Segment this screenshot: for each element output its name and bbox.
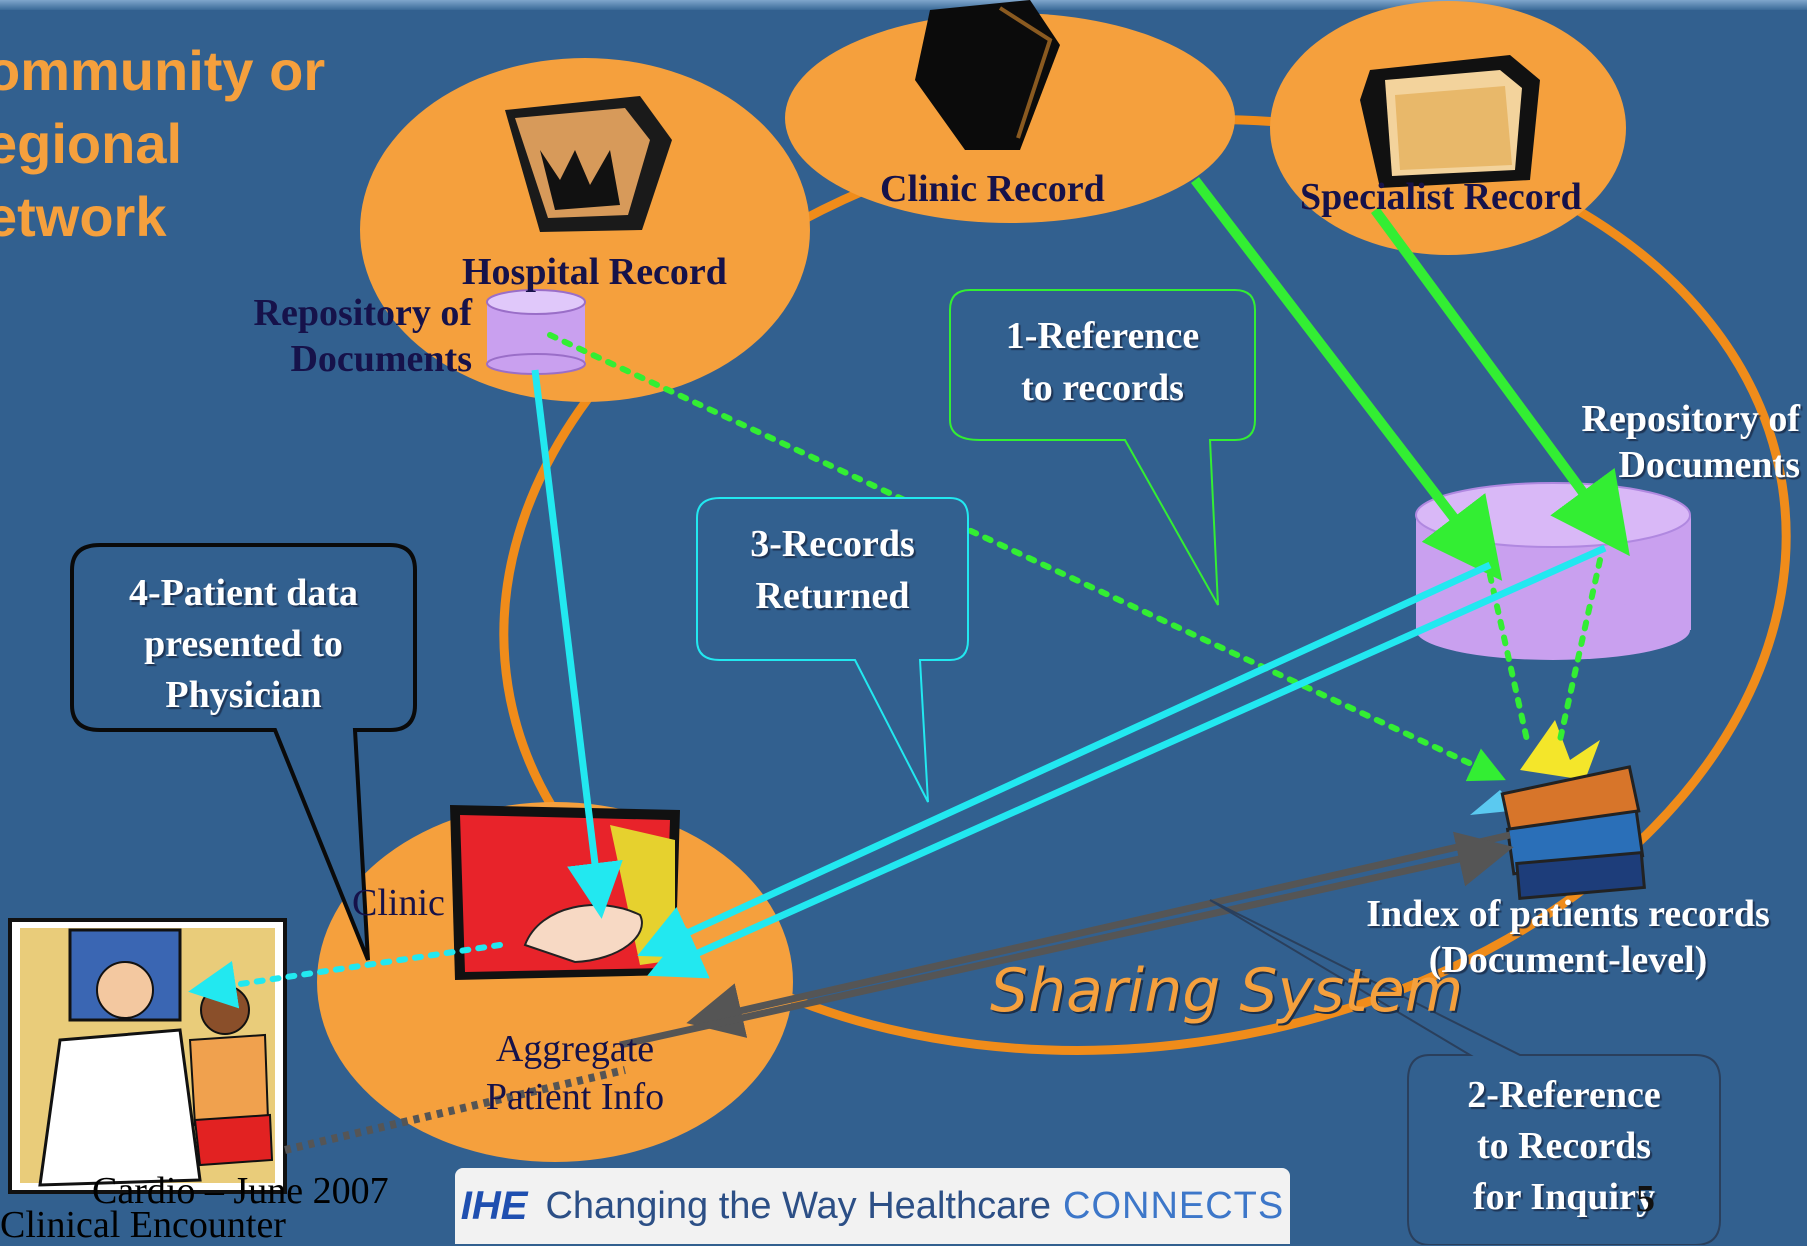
arrow-aggregate-to-index	[619, 831, 1514, 1049]
top-bar	[0, 0, 1807, 10]
callout-4-text: 4-Patient data presented to Physician	[72, 568, 415, 721]
clinic-record-label: Clinic Record	[880, 168, 1105, 210]
aggregate-line-1: Aggregate	[495, 1028, 655, 1070]
index-books-icon	[1470, 720, 1646, 900]
network-title: ommunity or egional etwork	[0, 34, 325, 253]
callout-4-line-1: 4-Patient data	[128, 572, 359, 614]
title-line-1: ommunity or	[0, 39, 326, 102]
callout-3-text: 3-Records Returned	[697, 518, 968, 622]
footer-brand: CONNECTS	[1063, 1184, 1285, 1227]
callout-2-line-3: for Inquiry	[1473, 1176, 1655, 1218]
physician-patient-clipart-icon	[8, 918, 287, 1194]
callout-2-line-1: 2-Reference	[1467, 1074, 1661, 1116]
sharing-system-label: Sharing System	[990, 956, 1464, 1026]
index-line-2: (Document-level)	[1428, 939, 1708, 981]
repository-left-cylinder	[486, 289, 586, 375]
repository-left-line-2: Documents	[290, 338, 472, 380]
callout-2-line-2: to Records	[1476, 1125, 1652, 1167]
aggregate-label: Aggregate Patient Info	[460, 1025, 690, 1121]
ihe-logo: IHE	[460, 1183, 528, 1228]
index-label: Index of patients records (Document-leve…	[1338, 891, 1798, 983]
dotted-aggregate-to-physician	[188, 942, 503, 1009]
dotted-repo-to-index-1	[1487, 572, 1530, 743]
arrow-index-to-aggregate	[686, 831, 1511, 1038]
callout-1-shape	[949, 289, 1256, 606]
index-line-1: Index of patients records	[1366, 893, 1770, 935]
arrow-specialist-to-repo	[1370, 207, 1630, 557]
dotted-physician-to-aggregate	[284, 1066, 626, 1154]
arrow-hospital-repo-to-aggregate	[531, 369, 623, 919]
footer-tagline: Changing the Way Healthcare	[545, 1184, 1051, 1227]
arrow-repo-to-aggregate-2	[647, 544, 1607, 979]
clinic-local-label: Clinic	[352, 882, 445, 924]
arrow-repo-to-aggregate-1	[637, 561, 1492, 958]
callout-1-text: 1-Reference to records	[950, 310, 1255, 414]
title-line-2: egional	[0, 112, 183, 175]
aggregate-folder-hand-icon	[450, 805, 680, 980]
title-line-3: etwork	[0, 185, 167, 248]
callout-1-line-2: to records	[1021, 367, 1184, 409]
specialist-folder-icon	[1360, 55, 1540, 188]
callout-3-shape	[696, 497, 969, 803]
repository-left-line-1: Repository of	[253, 292, 472, 334]
repository-right-line-2: Documents	[1618, 444, 1800, 486]
repository-right-line-1: Repository of	[1581, 398, 1800, 440]
footer-clinical: Clinical Encounter	[0, 1204, 286, 1246]
callout-2-text: 2-Reference to Records for Inquiry	[1408, 1070, 1720, 1223]
footer-banner: IHE Changing the Way Healthcare CONNECTS	[455, 1168, 1290, 1244]
repository-right-label: Repository of Documents	[1548, 396, 1800, 488]
arrow-clinic-to-repo	[1191, 176, 1503, 581]
callout-1-line-1: 1-Reference	[1005, 315, 1200, 357]
hospital-folder-icon	[505, 96, 672, 232]
dotted-hospital-to-index	[547, 332, 1506, 782]
specialist-record-label: Specialist Record	[1300, 176, 1582, 218]
repository-left-label: Repository of Documents	[222, 290, 472, 382]
callout-3-line-1: 3-Records	[750, 523, 915, 565]
clinic-folder-icon	[915, 0, 1060, 150]
callout-4-line-3: Physician	[165, 674, 322, 716]
dotted-repo-to-index-2	[1557, 557, 1603, 743]
aggregate-line-2: Patient Info	[485, 1076, 665, 1118]
callout-4-shape	[70, 543, 417, 961]
hospital-record-label: Hospital Record	[462, 251, 727, 293]
page-number: 5	[1636, 1178, 1655, 1220]
footer-date: Cardio – June 2007	[92, 1170, 389, 1212]
callout-4-line-2: presented to	[144, 623, 343, 665]
callout-3-line-2: Returned	[755, 575, 910, 617]
